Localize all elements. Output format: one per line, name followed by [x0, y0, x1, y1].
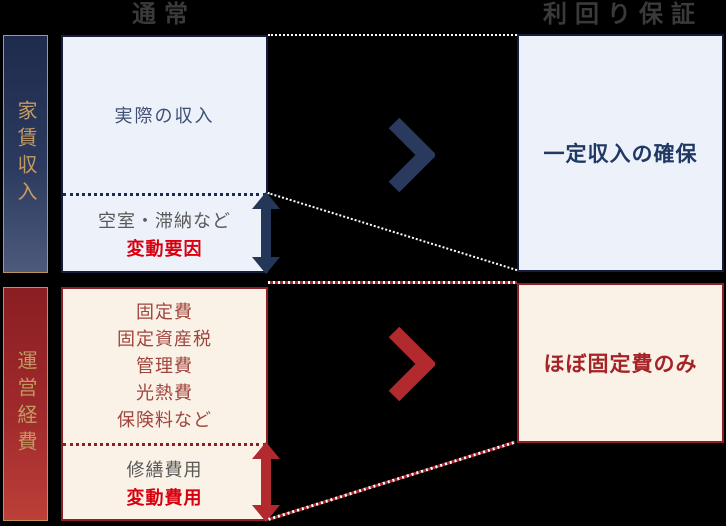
- rent-variable-area: 空室・滞納など 変動要因: [63, 196, 266, 271]
- actual-income-label: 実際の収入: [114, 106, 215, 126]
- expense-variable-area: 修繕費用 変動費用: [63, 446, 266, 519]
- dotted-separator-expense: [63, 443, 266, 446]
- fixed-cost-item: 光熱費: [136, 382, 193, 403]
- rent-guarantee-box: 一定収入の確保: [517, 34, 724, 272]
- guaranteed-income-label: 一定収入の確保: [543, 143, 698, 166]
- dotted-separator-rent: [63, 193, 266, 196]
- actual-income-area: 実際の収入: [63, 37, 266, 193]
- row-label-rent-income: 家賃収入: [3, 35, 48, 273]
- fixed-cost-item: 固定資産税: [117, 328, 212, 349]
- row-label-operating-expenses: 運営経費: [3, 287, 48, 521]
- dotted-connector-rent-top: [268, 34, 517, 36]
- vacancy-delinquency-label: 空室・滞納など: [98, 210, 231, 231]
- column-header-yield-guarantee: 利回り保証: [543, 1, 703, 28]
- fixed-cost-item: 固定費: [136, 301, 193, 322]
- variable-factor-label: 変動要因: [126, 238, 203, 259]
- dotted-connector-rent-diagonal: [267, 192, 518, 272]
- variable-cost-label: 変動費用: [126, 487, 203, 508]
- dotted-connector-expense-top: [268, 281, 517, 284]
- double-arrow-icon: [252, 442, 280, 522]
- expense-guarantee-box: ほぼ固定費のみ: [517, 283, 724, 443]
- double-arrow-icon: [252, 192, 280, 274]
- column-header-normal: 通常: [132, 1, 196, 28]
- fixed-cost-item: 管理費: [136, 355, 193, 376]
- chevron-right-icon: [388, 117, 435, 193]
- chevron-right-icon: [388, 326, 435, 402]
- fixed-cost-item: 保険料など: [117, 409, 212, 430]
- dotted-connector-expense-diagonal: [268, 440, 516, 521]
- fixed-costs-area: 固定費 固定資産税 管理費 光熱費 保険料など: [63, 289, 266, 443]
- repair-cost-label: 修繕費用: [126, 459, 203, 480]
- rent-normal-box: 実際の収入 空室・滞納など 変動要因: [61, 35, 268, 273]
- fixed-cost-only-label: ほぼ固定費のみ: [543, 353, 698, 376]
- expense-normal-box: 固定費 固定資産税 管理費 光熱費 保険料など 修繕費用 変動費用: [61, 287, 268, 521]
